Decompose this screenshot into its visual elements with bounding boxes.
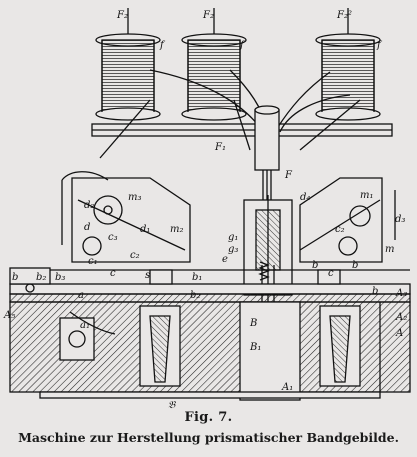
svg-text:A₁: A₁ — [281, 382, 293, 393]
svg-text:g₃: g₃ — [228, 244, 238, 255]
svg-text:d₃: d₃ — [395, 214, 405, 225]
bobbin-assembly — [91, 8, 393, 200]
svg-text:c: c — [328, 268, 334, 279]
svg-text:F₂²: F₂² — [336, 10, 352, 21]
svg-text:A: A — [395, 328, 403, 339]
svg-text:b₃: b₃ — [55, 272, 65, 283]
svg-text:b₂: b₂ — [190, 290, 200, 301]
svg-text:g₁: g₁ — [228, 232, 238, 243]
svg-text:a: a — [78, 290, 84, 301]
technical-drawing: F₂ f F₂ f F₂² f F₁ F d₂ d m₃ d₁ m₂ c₃ c₂… — [3, 8, 411, 410]
svg-text:b: b — [312, 260, 318, 271]
figure-labels: F₂ f F₂ f F₂² f F₁ F d₂ d m₃ d₁ m₂ c₃ c₂… — [3, 10, 407, 410]
svg-text:F₁: F₁ — [214, 142, 226, 153]
svg-text:c: c — [110, 268, 116, 279]
figure-number: Fig. 7. — [184, 410, 233, 425]
svg-text:B: B — [249, 318, 257, 329]
machine-body — [9, 171, 411, 401]
svg-text:b: b — [12, 272, 18, 283]
svg-text:c₂: c₂ — [335, 224, 345, 235]
svg-text:b: b — [352, 260, 358, 271]
svg-text:A₂: A₂ — [395, 312, 407, 323]
svg-text:b₂: b₂ — [36, 272, 46, 283]
svg-text:m₃: m₃ — [128, 192, 142, 203]
svg-text:s: s — [145, 270, 150, 281]
svg-text:c₁: c₁ — [88, 256, 98, 267]
svg-text:f: f — [239, 40, 246, 51]
svg-text:d: d — [84, 222, 90, 233]
svg-text:d₄: d₄ — [300, 192, 310, 203]
svg-text:f: f — [159, 40, 166, 51]
svg-text:d₂: d₂ — [84, 200, 94, 211]
svg-text:m₁: m₁ — [360, 190, 374, 201]
svg-text:F: F — [284, 170, 293, 181]
svg-text:𝔅: 𝔅 — [168, 400, 176, 410]
svg-text:F₂: F₂ — [116, 10, 128, 21]
svg-text:a₁: a₁ — [80, 320, 90, 331]
svg-text:F₂: F₂ — [202, 10, 214, 21]
svg-text:c₃: c₃ — [108, 232, 118, 243]
svg-text:e: e — [222, 254, 228, 265]
svg-text:f: f — [376, 40, 383, 51]
svg-text:A₅: A₅ — [3, 310, 15, 321]
figure-caption: Maschine zur Herstellung prismatischer B… — [18, 430, 399, 445]
svg-text:c₂: c₂ — [130, 250, 140, 261]
svg-text:b₁: b₁ — [192, 272, 202, 283]
svg-text:m₂: m₂ — [170, 224, 184, 235]
svg-text:B₁: B₁ — [249, 342, 261, 353]
svg-text:b: b — [372, 286, 378, 297]
svg-text:A₃: A₃ — [395, 288, 407, 299]
svg-text:d₁: d₁ — [140, 224, 150, 235]
svg-text:m: m — [385, 244, 394, 255]
